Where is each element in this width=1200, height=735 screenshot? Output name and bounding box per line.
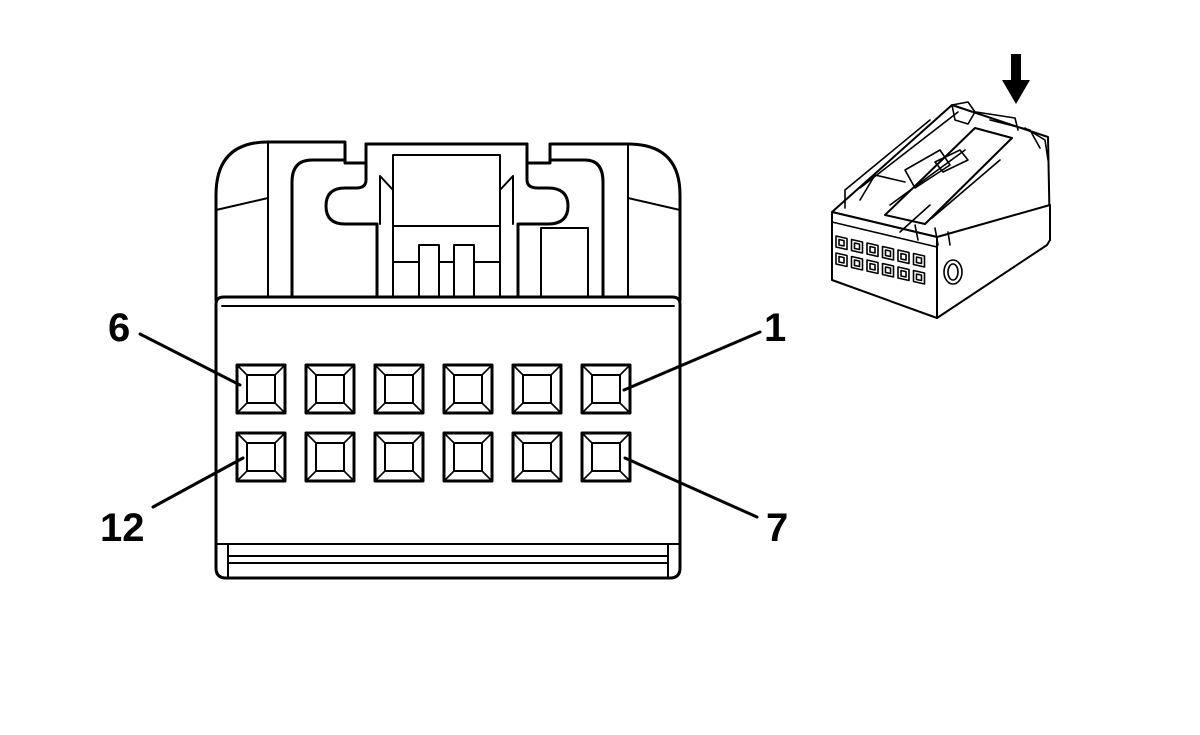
leader-line-pin-12 [151, 456, 245, 509]
pin-cavity-7 [580, 431, 632, 483]
thumbnail-pin-cavity [881, 262, 895, 278]
pin-label-6: 6 [108, 306, 130, 350]
pin-cavity-4 [373, 363, 425, 415]
thumbnail-pin-cavity [897, 266, 910, 282]
pin-cavity-1 [580, 363, 632, 415]
latch-recess [290, 158, 605, 302]
pin-label-7: 7 [766, 506, 788, 550]
pin-cavity-2 [511, 363, 563, 415]
thumbnail-pin-cavity [835, 252, 848, 268]
side-tab [540, 227, 589, 301]
pin-cavity-12 [235, 431, 287, 483]
connector-front-view [214, 140, 682, 580]
pin-cavity-11 [304, 431, 356, 483]
leader-line-pin-1 [622, 330, 762, 392]
pin-cavity-9 [442, 431, 494, 483]
pin-cavity-10 [373, 431, 425, 483]
leader-line-pin-6 [138, 332, 242, 387]
pin-label-1: 1 [764, 306, 786, 350]
thumbnail-side-hole [943, 259, 963, 285]
pin-cavity-grid [235, 363, 632, 483]
thumbnail-pin-cavity [866, 259, 879, 275]
pin-cavity-5 [304, 363, 356, 415]
latch-tongue [392, 154, 501, 301]
thumbnail-pin-cavity [897, 249, 910, 265]
down-arrow-icon [1002, 54, 1030, 104]
thumbnail-pin-cavity [881, 245, 895, 261]
thumbnail-pin-cavity [866, 242, 879, 258]
thumbnail-pin-cavity [850, 255, 864, 271]
thumbnail-pin-grid [835, 235, 926, 285]
thumbnail-pin-cavity [912, 252, 926, 268]
leader-line-pin-7 [623, 456, 759, 519]
latch-rib-right [453, 244, 475, 301]
pin-cavity-3 [442, 363, 494, 415]
latch-rib-left [418, 244, 440, 301]
connector-perspective-thumbnail [831, 54, 1051, 319]
pin-cavity-6 [235, 363, 287, 415]
pin-label-12: 12 [100, 506, 145, 550]
pin-cavity-8 [511, 431, 563, 483]
leader-lines [138, 330, 762, 519]
thumbnail-pin-cavity [912, 269, 926, 285]
thumbnail-pin-cavity [835, 235, 848, 251]
thumbnail-pin-cavity [850, 238, 864, 254]
